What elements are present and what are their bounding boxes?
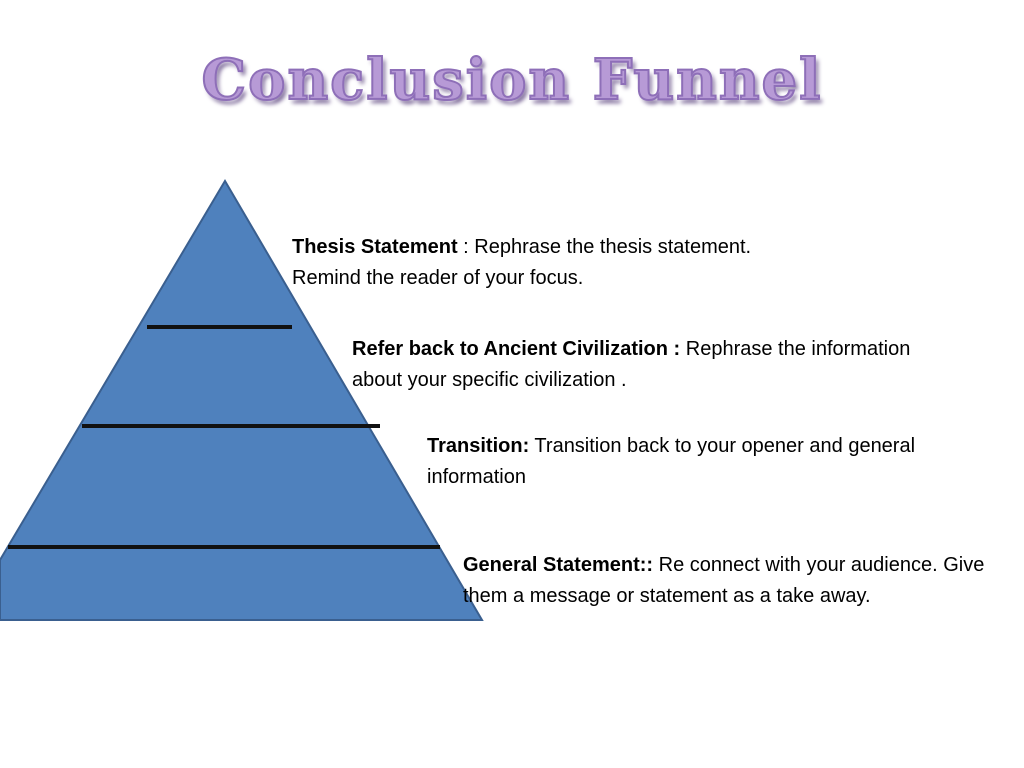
- section-label: Refer back to Ancient Civilization :: [352, 338, 681, 360]
- section-text: Re connect with your audience. Give them…: [463, 554, 985, 607]
- section-refer-back: Refer back to Ancient Civilization : Rep…: [352, 334, 912, 396]
- section-text: Rephrase the information about your spec…: [352, 338, 911, 391]
- funnel-triangle: [0, 179, 484, 621]
- section-text: Transition back to your opener and gener…: [427, 435, 916, 488]
- section-label: General Statement::: [463, 554, 654, 576]
- page-title: Conclusion Funnel: [201, 47, 823, 113]
- section-transition: Transition: Transition back to your open…: [427, 431, 947, 493]
- section-label: Transition:: [427, 435, 530, 457]
- section-general-statement: General Statement:: Re connect with your…: [463, 550, 993, 612]
- section-label: Thesis Statement: [292, 236, 458, 258]
- section-thesis-statement: Thesis Statement : Rephrase the thesis s…: [292, 232, 852, 294]
- section-text: : Rephrase the thesis statement.: [457, 236, 752, 258]
- section-text: Remind the reader of your focus.: [292, 267, 584, 289]
